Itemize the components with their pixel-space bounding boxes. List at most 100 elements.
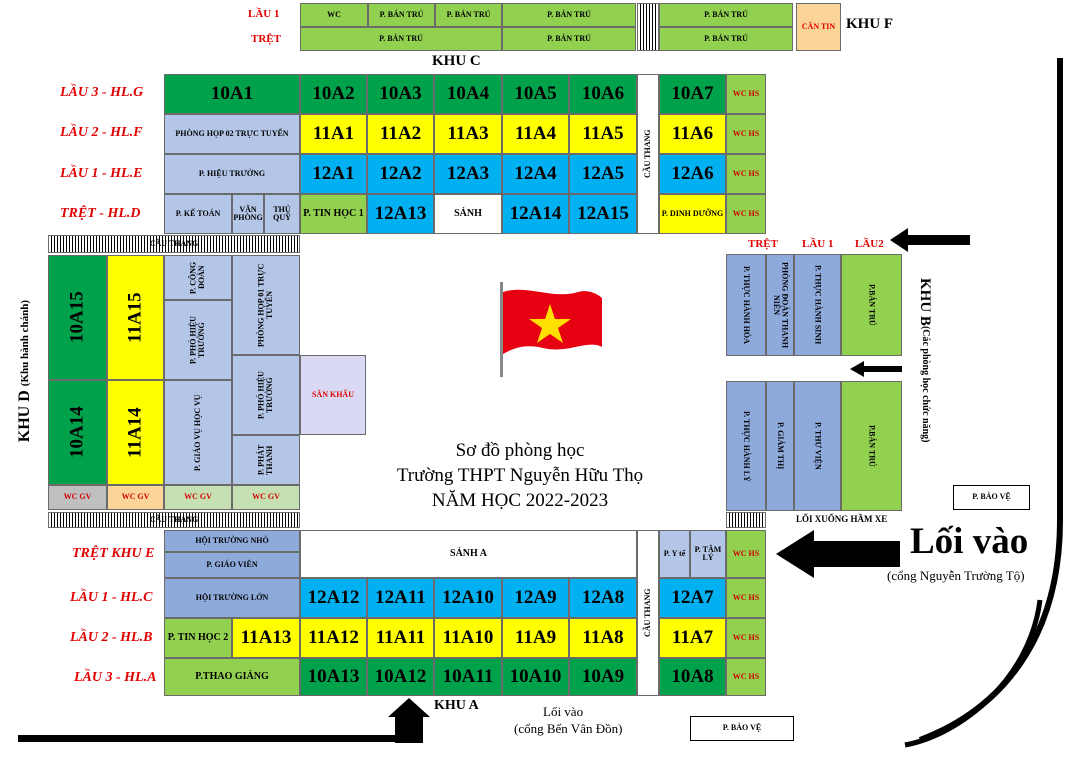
khu-b-label: KHU B(Các phòng học chức năng) <box>916 278 933 443</box>
khu-f-ban-tru-5: P. BÁN TRÚ <box>502 27 636 51</box>
room-10a8: 10A8 <box>659 658 726 696</box>
title-line-1: Sơ đồ phòng học <box>455 440 585 461</box>
road-right-outer <box>918 58 1063 743</box>
room-10a1: 10A1 <box>164 74 300 114</box>
row-label-a-tret: TRỆT KHU E <box>72 546 155 561</box>
room-11a6: 11A6 <box>659 114 726 154</box>
room-12a10: 12A10 <box>434 578 502 618</box>
room-11a7: 11A7 <box>659 618 726 658</box>
title-line-2: Trường THPT Nguyễn Hữu Thọ <box>396 465 644 486</box>
room-12a3: 12A3 <box>434 154 502 194</box>
room-11a2: 11A2 <box>367 114 434 154</box>
room-12a11: 12A11 <box>367 578 434 618</box>
room-11a8: 11A8 <box>569 618 637 658</box>
wc-hs-c-lau3: WC HS <box>726 74 766 114</box>
room-11a12: 11A12 <box>300 618 367 658</box>
row-label-c-lau3: LẦU 3 - HL.G <box>60 85 144 100</box>
wc-hs-a-tret: WC HS <box>726 530 766 578</box>
room-van-phong: VĂN PHÒNG <box>232 194 264 234</box>
khu-f-lau1-label: LẦU 1 <box>248 8 280 20</box>
khu-f-ban-tru-7: P. BÁN TRÚ <box>659 27 793 51</box>
wc-hs-c-lau1: WC HS <box>726 154 766 194</box>
arrow-icon <box>776 530 900 578</box>
room-11a4: 11A4 <box>502 114 569 154</box>
khu-f-ban-tru-3: P. BÁN TRÚ <box>502 3 636 27</box>
khu-b-header-lau1: LẦU 1 <box>802 238 834 250</box>
room-12a1: 12A1 <box>300 154 367 194</box>
room-ban-tru-b2: P.BÁN TRÚ <box>841 381 902 511</box>
room-thao-giang: P.THAO GIẢNG <box>164 658 300 696</box>
room-th-ly: P. THỰC HÀNH LÝ <box>726 381 766 511</box>
room-12a4: 12A4 <box>502 154 569 194</box>
room-hoi-truong-lon: HỘI TRƯỜNG LỚN <box>164 578 300 618</box>
room-12a7: 12A7 <box>659 578 726 618</box>
row-label-c-tret: TRỆT - HL.D <box>60 206 141 221</box>
room-10a12: 10A12 <box>367 658 434 696</box>
title-line-3: NĂM HỌC 2022-2023 <box>431 490 609 511</box>
sanh-khu-c: SẢNH <box>434 194 502 234</box>
room-th-sinh: P. THỰC HÀNH SINH <box>794 254 841 356</box>
room-11a13: 11A13 <box>232 618 300 658</box>
room-y-te: P. Y tế <box>659 530 690 578</box>
room-phong-hop-02: PHÒNG HỌP 02 TRỰC TUYẾN <box>164 114 300 154</box>
room-th-hoa: P. THỰC HÀNH HÓA <box>726 254 766 356</box>
vietnam-flag-icon <box>498 282 608 387</box>
road-right-inner <box>904 599 1043 748</box>
khu-b-text: KHU B <box>917 278 933 326</box>
room-11a10: 11A10 <box>434 618 502 658</box>
khu-c-label: KHU C <box>432 53 481 69</box>
room-ke-toan: P. KẾ TOÁN <box>164 194 232 234</box>
wc-gv-3: WC GV <box>164 485 232 510</box>
wc-gv-1: WC GV <box>48 485 107 510</box>
wc-hs-a-lau1: WC HS <box>726 578 766 618</box>
room-hoi-truong-nho: HỘI TRƯỜNG NHỎ <box>164 530 300 552</box>
wc-gv-2: WC GV <box>107 485 164 510</box>
arrow-icon <box>890 228 970 252</box>
cau-thang-khu-d-top: CẦU THANG <box>48 235 300 253</box>
san-khau: SÂN KHẤU <box>300 355 366 435</box>
room-12a15: 12A15 <box>569 194 637 234</box>
p-bao-ve-bottom: P. BẢO VỆ <box>690 716 794 741</box>
row-label-c-lau1: LẦU 1 - HL.E <box>60 166 143 181</box>
khu-f-ban-tru-1: P. BÁN TRÚ <box>368 3 435 27</box>
side-entrance-title: Lối vào <box>543 704 584 719</box>
khu-f-ban-tru-6: P. BÁN TRÚ <box>659 3 793 27</box>
room-tam-ly: P. TÂM LÝ <box>690 530 726 578</box>
room-11a3: 11A3 <box>434 114 502 154</box>
khu-f-wc: WC <box>300 3 368 27</box>
room-tin-hoc-1: P. TIN HỌC 1 <box>300 194 367 234</box>
main-entrance-sub: (cổng Nguyễn Trường Tộ) <box>887 568 1025 583</box>
wc-hs-c-lau2: WC HS <box>726 114 766 154</box>
row-label-a-lau1: LẦU 1 - HL.C <box>70 590 153 605</box>
khu-f-can-tin: CĂN TIN <box>796 3 841 51</box>
arrow-icon <box>388 698 430 743</box>
room-thu-quy: THỦ QUỸ <box>264 194 300 234</box>
road-bottom <box>18 735 398 742</box>
loi-xuong-ham-xe: LỐI XUỐNG HẦM XE <box>796 514 888 524</box>
arrow-icon <box>850 361 902 377</box>
room-10a2: 10A2 <box>300 74 367 114</box>
room-12a2: 12A2 <box>367 154 434 194</box>
room-ban-tru-b1: P.BÁN TRÚ <box>841 254 902 356</box>
khu-a-label: KHU A <box>434 698 479 713</box>
room-giam-thi: P. GIÁM THỊ <box>766 381 794 511</box>
room-10a7: 10A7 <box>659 74 726 114</box>
room-12a12: 12A12 <box>300 578 367 618</box>
sanh-a: SẢNH A <box>300 530 637 578</box>
row-label-a-lau3: LẦU 3 - HL.A <box>74 670 157 685</box>
wc-hs-a-lau3: WC HS <box>726 658 766 696</box>
room-12a5: 12A5 <box>569 154 637 194</box>
room-10a5: 10A5 <box>502 74 569 114</box>
room-10a13: 10A13 <box>300 658 367 696</box>
room-hieu-truong: P. HIỆU TRƯỞNG <box>164 154 300 194</box>
p-bao-ve-right: P. BẢO VỆ <box>953 485 1030 510</box>
khu-f-tret-label: TRỆT <box>251 33 281 45</box>
room-thu-vien: P. THƯ VIỆN <box>794 381 841 511</box>
wc-hs-a-lau2: WC HS <box>726 618 766 658</box>
row-label-c-lau2: LẦU 2 - HL.F <box>60 125 143 140</box>
khu-f-ban-tru-4: P. BÁN TRÚ <box>300 27 502 51</box>
room-10a10: 10A10 <box>502 658 569 696</box>
khu-b-header-tret: TRỆT <box>748 238 778 250</box>
room-giao-vien: P. GIÁO VIÊN <box>164 552 300 578</box>
